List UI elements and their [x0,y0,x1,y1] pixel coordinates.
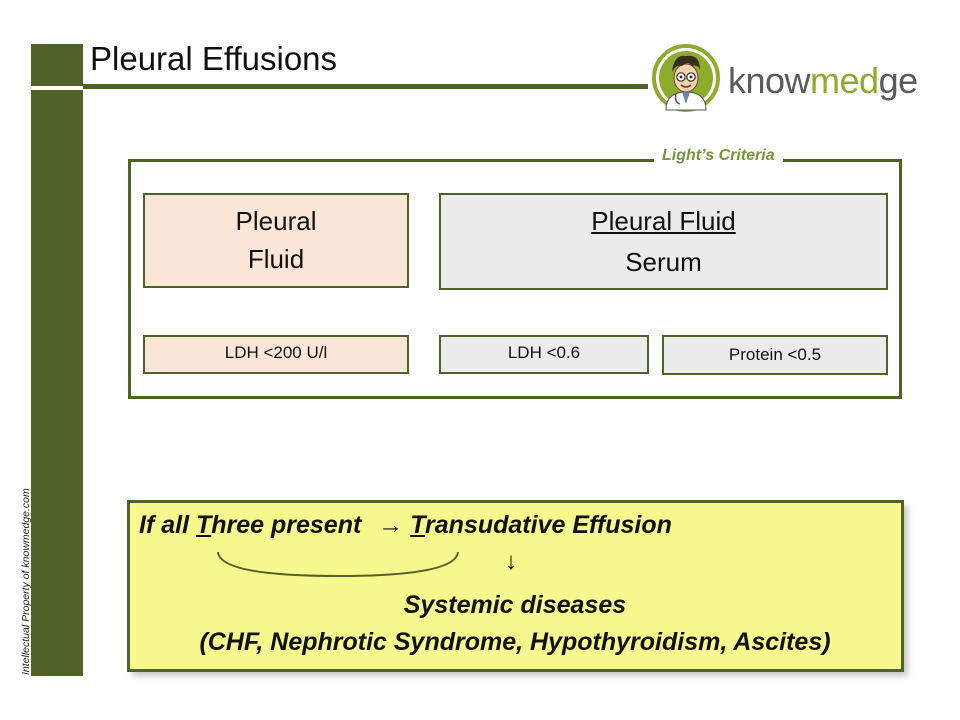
conclusion-if-all: If all [139,511,196,539]
pleural-box-line1: Pleural [235,205,317,236]
page-title: Pleural Effusions [90,40,338,77]
conclusion-trans-initial: T [410,511,426,539]
conclusion-line2: Systemic diseases [403,591,627,619]
conclusion-line3: (CHF, Nephrotic Syndrome, Hypothyroidism… [199,628,831,656]
conclusion-line1: If all Three present → Transudative Effu… [139,511,672,540]
pleural-fluid-box: Pleural Fluid [143,193,409,288]
protein-ratio-criterion: Protein <0.5 [662,335,888,375]
conclusion-three-initial: T [195,511,212,539]
right-arrow-icon: → [378,511,404,539]
logo-text-prefix: know [728,60,811,101]
logo-text-suffix: ge [878,60,919,101]
title-underline-rule [83,84,648,89]
left-side-bar [31,90,83,676]
ldh-ratio-criterion: LDH <0.6 [439,335,649,374]
down-arrow-icon: ↓ [505,548,517,575]
corner-accent-block [31,44,83,86]
ratio-denominator: Serum [625,246,702,277]
doctor-mascot-icon [652,44,720,112]
pleural-box-line2: Fluid [247,243,305,274]
knowmedge-logo-text: knowmedge [728,60,918,102]
ldh-absolute-criterion: LDH <200 U/l [143,335,409,374]
connector-curve-icon [217,551,459,578]
conclusion-three-rest: hree present [211,511,369,539]
conclusion-box [127,500,904,672]
fluid-serum-ratio-box: Pleural Fluid Serum [439,193,888,290]
conclusion-trans-rest: ransudative Effusion [425,511,672,539]
protein-ratio-text: Protein <0.5 [728,345,822,364]
logo-text-accent: med [810,60,879,101]
lights-criteria-frame [128,159,902,399]
ldh-ratio-text: LDH <0.6 [507,342,581,362]
lights-criteria-label: Light’s Criteria [654,147,783,165]
ratio-numerator: Pleural Fluid [591,206,736,237]
ldh-absolute-text: LDH <200 U/l [224,342,328,362]
